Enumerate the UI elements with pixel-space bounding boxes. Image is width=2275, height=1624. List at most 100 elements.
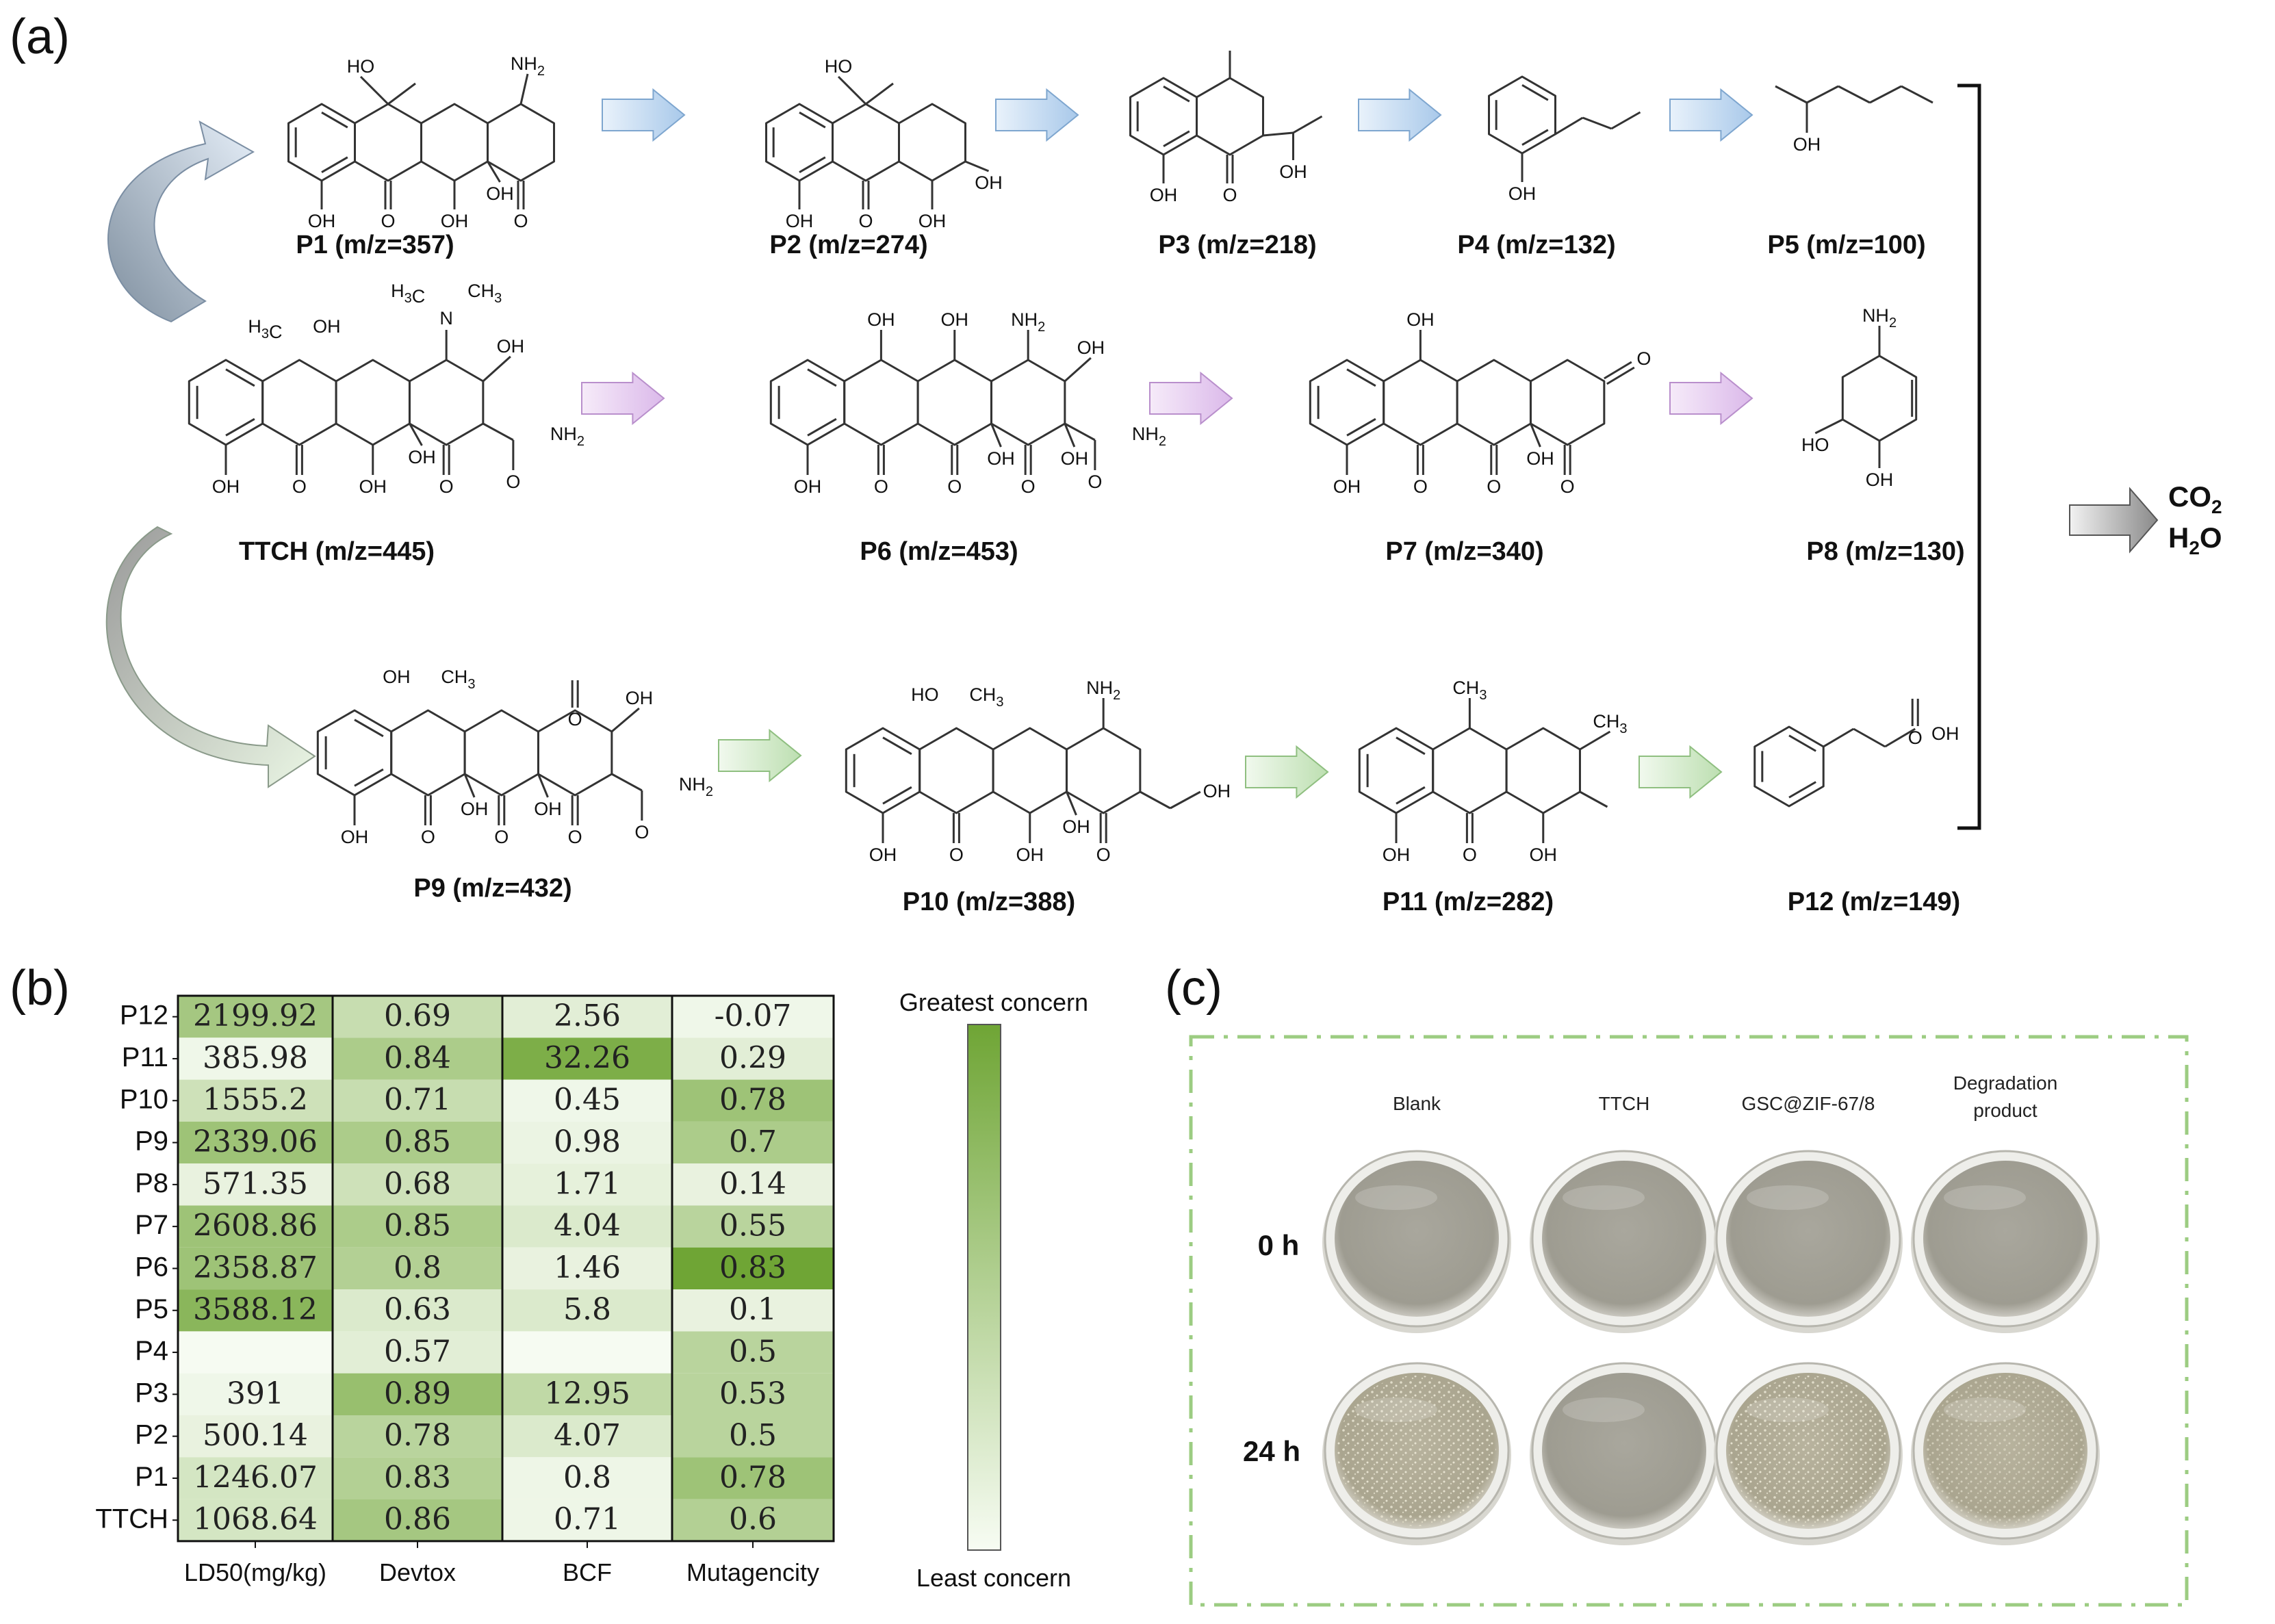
heatmap-cell [672, 1289, 834, 1332]
heatmap-cell [178, 1205, 333, 1248]
heatmap-cell-value: 1.71 [554, 1166, 621, 1201]
heatmap-cell [333, 1121, 502, 1164]
pathway-bracket [1957, 83, 1981, 830]
bacterial-colonies [1337, 1376, 1496, 1526]
oxygen-label: O [439, 476, 454, 497]
heatmap-cell [502, 996, 672, 1038]
nh2-label: NH2 [1862, 305, 1897, 331]
label-p2: P2 (m/z=274) [769, 231, 927, 259]
pathway-arrow-icon [602, 88, 686, 142]
heatmap-cell-value: 0.7 [729, 1124, 777, 1159]
heatmap-cell-value: 3588.12 [193, 1292, 318, 1327]
ring-bond [1505, 727, 1581, 814]
oh-label: OH [486, 183, 514, 204]
double-bond [1163, 86, 1190, 103]
pathway-arrow-icon [581, 371, 665, 426]
plate-header-ttch: TTCH [1599, 1093, 1650, 1114]
bond [1838, 85, 1871, 104]
bond [1582, 116, 1612, 130]
oxygen-label: O [513, 211, 528, 231]
ring-bond [261, 359, 337, 446]
ring-bond [390, 709, 466, 797]
label-p7: P7 (m/z=340) [1385, 537, 1543, 566]
bond [482, 355, 511, 383]
ring-bond [1432, 727, 1508, 814]
oxygen-label: O [949, 845, 964, 865]
ch3-label: H3C [248, 316, 282, 342]
label-p5: P5 (m/z=100) [1767, 231, 1925, 259]
plate-header-product: product [1973, 1100, 2038, 1121]
oh-label: OH [1061, 448, 1089, 469]
label-p4: P4 (m/z=132) [1457, 231, 1615, 259]
heatmap-cell-value: 0.78 [719, 1083, 786, 1118]
oxygen-label: O [947, 476, 962, 497]
petri-dish [1714, 1362, 1903, 1545]
heatmap-cell-value: 2339.06 [193, 1124, 318, 1159]
heatmap-cell [502, 1121, 672, 1164]
heatmap-cell-value: 0.69 [384, 998, 451, 1033]
oh-label: OH [408, 447, 436, 467]
oxygen-label: O [1560, 476, 1575, 497]
heatmap-cell [672, 1373, 834, 1415]
curved-arrow-up-icon [107, 120, 255, 323]
double-bond [807, 417, 837, 437]
panel-label-c: (c) [1165, 961, 1222, 1016]
oh-label: OH [1530, 845, 1558, 865]
oxygen-label: O [1222, 185, 1237, 205]
oh-label: OH [308, 211, 336, 231]
ring-bond [845, 727, 921, 814]
bond [1869, 85, 1902, 104]
ch3-label: CH3 [467, 281, 502, 306]
petri-dish [1322, 1362, 1511, 1545]
bond [1901, 85, 1933, 104]
heatmap-cell-value: 0.78 [719, 1460, 786, 1495]
oh-label: OH [1016, 845, 1044, 865]
ring-bond [831, 103, 900, 182]
molecule-p4: OH [1488, 75, 1641, 204]
double-bond [225, 417, 255, 437]
bond [1066, 791, 1077, 816]
heatmap-cell [502, 1163, 672, 1206]
heatmap-cell [672, 1331, 834, 1374]
heatmap-cell-value: 2199.92 [193, 998, 318, 1033]
heatmap-cell-value: 0.78 [384, 1418, 451, 1453]
plate-header-blank: Blank [1393, 1093, 1441, 1114]
heatmap-cell [672, 1037, 834, 1080]
oh-label: OH [1333, 476, 1361, 497]
label-p10: P10 (m/z=388) [903, 888, 1075, 916]
bond [1579, 730, 1611, 751]
nitrogen-label: N [439, 308, 453, 328]
heatmap-cell-value: 0.55 [719, 1209, 786, 1243]
heatmap-cell-value: 0.8 [563, 1460, 611, 1495]
heatmap-cell [333, 1331, 502, 1374]
oh-label: OH [941, 309, 969, 330]
heatmap-row-label: P3 [135, 1378, 168, 1408]
heatmap-column-label: LD50(mg/kg) [184, 1558, 326, 1586]
petri-dish [1714, 1150, 1903, 1333]
dish-agar [1726, 1161, 1890, 1317]
petri-dish [1322, 1150, 1511, 1333]
bond [1604, 361, 1632, 380]
heatmap-row-label: P10 [120, 1084, 168, 1114]
ch3-label: CH3 [1593, 711, 1627, 736]
dish-highlight [1563, 1397, 1645, 1422]
oh-label: OH [1062, 816, 1090, 837]
oxygen-label: O [292, 476, 307, 497]
heatmap-cell [502, 1499, 672, 1541]
double-bond [1788, 734, 1816, 752]
plate-header-catalyst: GSC@ZIF-67/8 [1742, 1093, 1875, 1114]
heatmap-cell [502, 1373, 672, 1415]
panel-label-a: (a) [10, 10, 70, 64]
dish-highlight [1944, 1185, 2026, 1210]
heatmap-cell [178, 1289, 333, 1332]
heatmap-cell-value: 0.45 [554, 1083, 621, 1118]
oxygen-label: O [506, 472, 520, 492]
label-p6: P6 (m/z=453) [860, 537, 1018, 566]
heatmap-cell [178, 1331, 333, 1374]
heatmap-cell [672, 1079, 834, 1122]
oxygen-label: O [858, 211, 873, 231]
ring-bond [1065, 727, 1142, 814]
heatmap-row-label: P4 [135, 1336, 168, 1366]
